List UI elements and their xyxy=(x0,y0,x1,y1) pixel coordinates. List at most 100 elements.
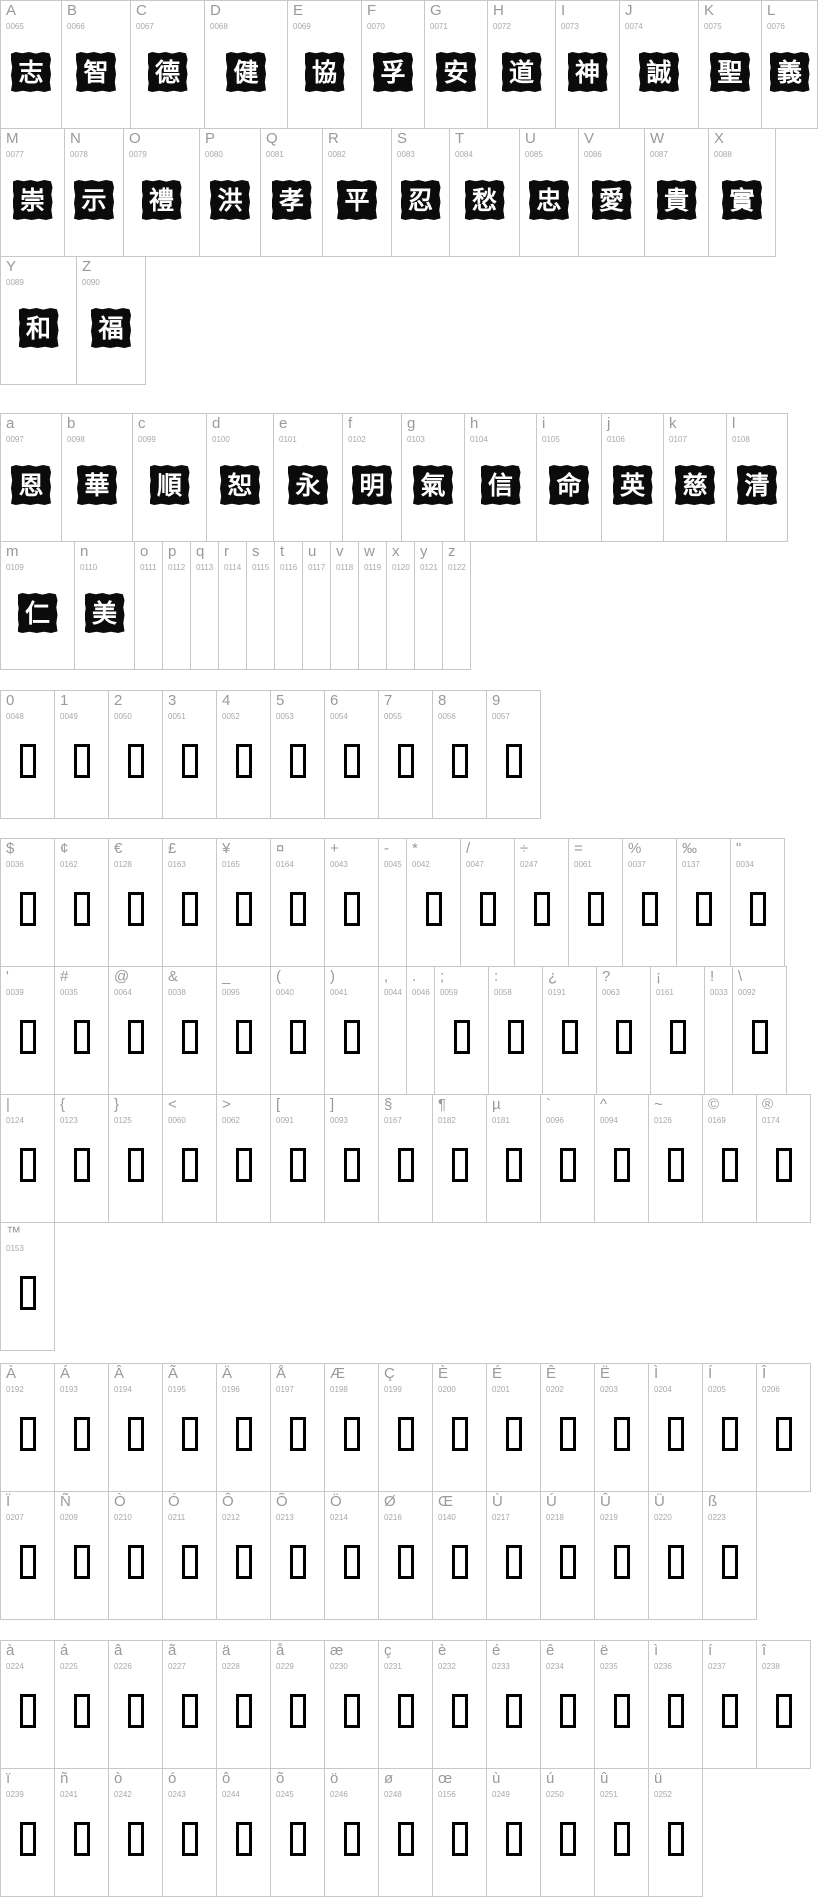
character-label: ã xyxy=(168,1642,177,1659)
character-code: 0162 xyxy=(60,860,78,869)
character-label: ¥ xyxy=(222,840,231,857)
missing-glyph-box-icon xyxy=(181,744,198,778)
character-code: 0164 xyxy=(276,860,294,869)
missing-glyph-box-icon xyxy=(19,1276,36,1310)
seal-glyph: 愛 xyxy=(591,180,632,220)
character-label: Œ xyxy=(438,1493,453,1510)
character-code: 0040 xyxy=(276,988,294,997)
missing-glyph-box-icon xyxy=(127,1417,144,1451)
character-label: 6 xyxy=(330,692,339,709)
missing-glyph-box-icon xyxy=(289,1694,306,1728)
character-code: 0252 xyxy=(654,1790,672,1799)
character-code: 0199 xyxy=(384,1385,402,1394)
glyph-cell: <0060 xyxy=(162,1094,217,1223)
character-label: ; xyxy=(440,968,445,985)
character-label: Æ xyxy=(330,1365,345,1382)
character-code: 0123 xyxy=(60,1116,78,1125)
character-code: 0231 xyxy=(384,1662,402,1671)
character-label: G xyxy=(430,2,442,19)
character-label: } xyxy=(114,1096,120,1113)
glyph-cell: =0061 xyxy=(568,838,623,967)
character-code: 0223 xyxy=(708,1513,726,1522)
missing-glyph-box-icon xyxy=(73,1545,90,1579)
character-label: Å xyxy=(276,1365,287,1382)
character-label: i xyxy=(542,415,546,432)
character-label: = xyxy=(574,840,583,857)
character-label: B xyxy=(67,2,78,19)
character-code: 0169 xyxy=(708,1116,726,1125)
character-code: 0071 xyxy=(430,22,448,31)
character-label: ï xyxy=(6,1770,11,1787)
character-code: 0048 xyxy=(6,712,24,721)
character-label: < xyxy=(168,1096,177,1113)
character-code: 0209 xyxy=(60,1513,78,1522)
character-code: 0247 xyxy=(520,860,538,869)
character-label: h xyxy=(470,415,479,432)
missing-glyph-box-icon xyxy=(289,1822,306,1856)
character-code: 0067 xyxy=(136,22,154,31)
character-label: V xyxy=(584,130,595,147)
character-label: ' xyxy=(6,968,9,985)
character-label: â xyxy=(114,1642,123,1659)
character-label: ê xyxy=(546,1642,555,1659)
character-label: ® xyxy=(762,1096,774,1113)
character-label: Ò xyxy=(114,1493,126,1510)
seal-glyph: 孝 xyxy=(271,180,312,220)
glyph-cell: ;0059 xyxy=(434,966,489,1095)
glyph-cell: ¡0161 xyxy=(650,966,705,1095)
missing-glyph-box-icon xyxy=(235,1545,252,1579)
glyph-cell: ^0094 xyxy=(594,1094,649,1223)
missing-glyph-box-icon xyxy=(73,892,90,926)
character-code: 0087 xyxy=(650,150,668,159)
character-label: q xyxy=(196,543,205,560)
character-label: # xyxy=(60,968,69,985)
character-label: 3 xyxy=(168,692,177,709)
missing-glyph-box-icon xyxy=(721,1148,738,1182)
glyph-cell: #0035 xyxy=(54,966,109,1095)
character-code: 0251 xyxy=(600,1790,618,1799)
missing-glyph-box-icon xyxy=(235,1148,252,1182)
missing-glyph-box-icon xyxy=(397,1545,414,1579)
missing-glyph-box-icon xyxy=(397,1417,414,1451)
character-code: 0074 xyxy=(625,22,643,31)
glyph-cell: *0042 xyxy=(406,838,461,967)
character-label: Ê xyxy=(546,1365,557,1382)
character-label: ¢ xyxy=(60,840,69,857)
glyph-cell: ÷0247 xyxy=(514,838,569,967)
seal-glyph: 信 xyxy=(480,465,521,505)
glyph-cell: ¥0165 xyxy=(216,838,271,967)
character-code: 0120 xyxy=(392,563,410,572)
missing-glyph-box-icon xyxy=(751,1020,768,1054)
glyph-cell: _0095 xyxy=(216,966,271,1095)
character-code: 0161 xyxy=(656,988,674,997)
character-code: 0079 xyxy=(129,150,147,159)
glyph-cell: £0163 xyxy=(162,838,217,967)
character-code: 0056 xyxy=(438,712,456,721)
character-label: ø xyxy=(384,1770,394,1787)
character-code: 0070 xyxy=(367,22,385,31)
character-code: 0064 xyxy=(114,988,132,997)
character-code: 0214 xyxy=(330,1513,348,1522)
missing-glyph-box-icon xyxy=(695,892,712,926)
